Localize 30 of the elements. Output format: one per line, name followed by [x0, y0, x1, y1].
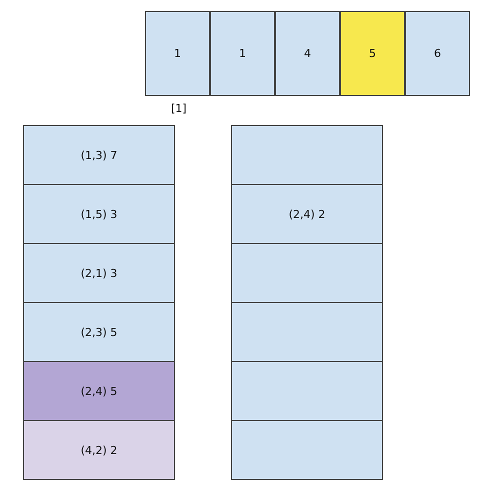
cell-value: (1,3) 7	[80, 148, 118, 162]
cell-value: (1,5) 3	[80, 208, 118, 220]
array-cell	[275, 11, 340, 96]
cell-value: 1	[174, 47, 181, 60]
cell-value: 4	[304, 47, 311, 60]
cell-value: (2,3) 5	[80, 326, 118, 338]
cell-value: (2,1) 3	[80, 266, 118, 280]
array-cell	[210, 11, 275, 96]
list-entry-box	[231, 243, 383, 303]
list-entry-box	[23, 243, 175, 303]
list-entry-box	[231, 184, 383, 244]
list-entry-box	[231, 302, 383, 362]
list-entry-box	[231, 420, 383, 480]
cell-value: 5	[369, 47, 376, 60]
list-entry-box	[23, 302, 175, 362]
index-label: [1]	[171, 102, 187, 115]
list-entry-box	[23, 125, 175, 185]
cell-value: (4,2) 2	[80, 444, 118, 456]
cell-value: 6	[434, 47, 441, 60]
list-entry-box	[23, 361, 175, 421]
array-cell	[145, 11, 210, 96]
list-entry-box	[23, 420, 175, 480]
list-entry-box	[231, 125, 383, 185]
list-entry-box	[23, 184, 175, 244]
cell-value: 1	[239, 47, 246, 60]
array-cell	[405, 11, 470, 96]
cell-value: (2,4) 5	[80, 384, 118, 398]
cell-value: (2,4) 2	[288, 208, 326, 220]
list-entry-box	[231, 361, 383, 421]
array-cell	[340, 11, 405, 96]
